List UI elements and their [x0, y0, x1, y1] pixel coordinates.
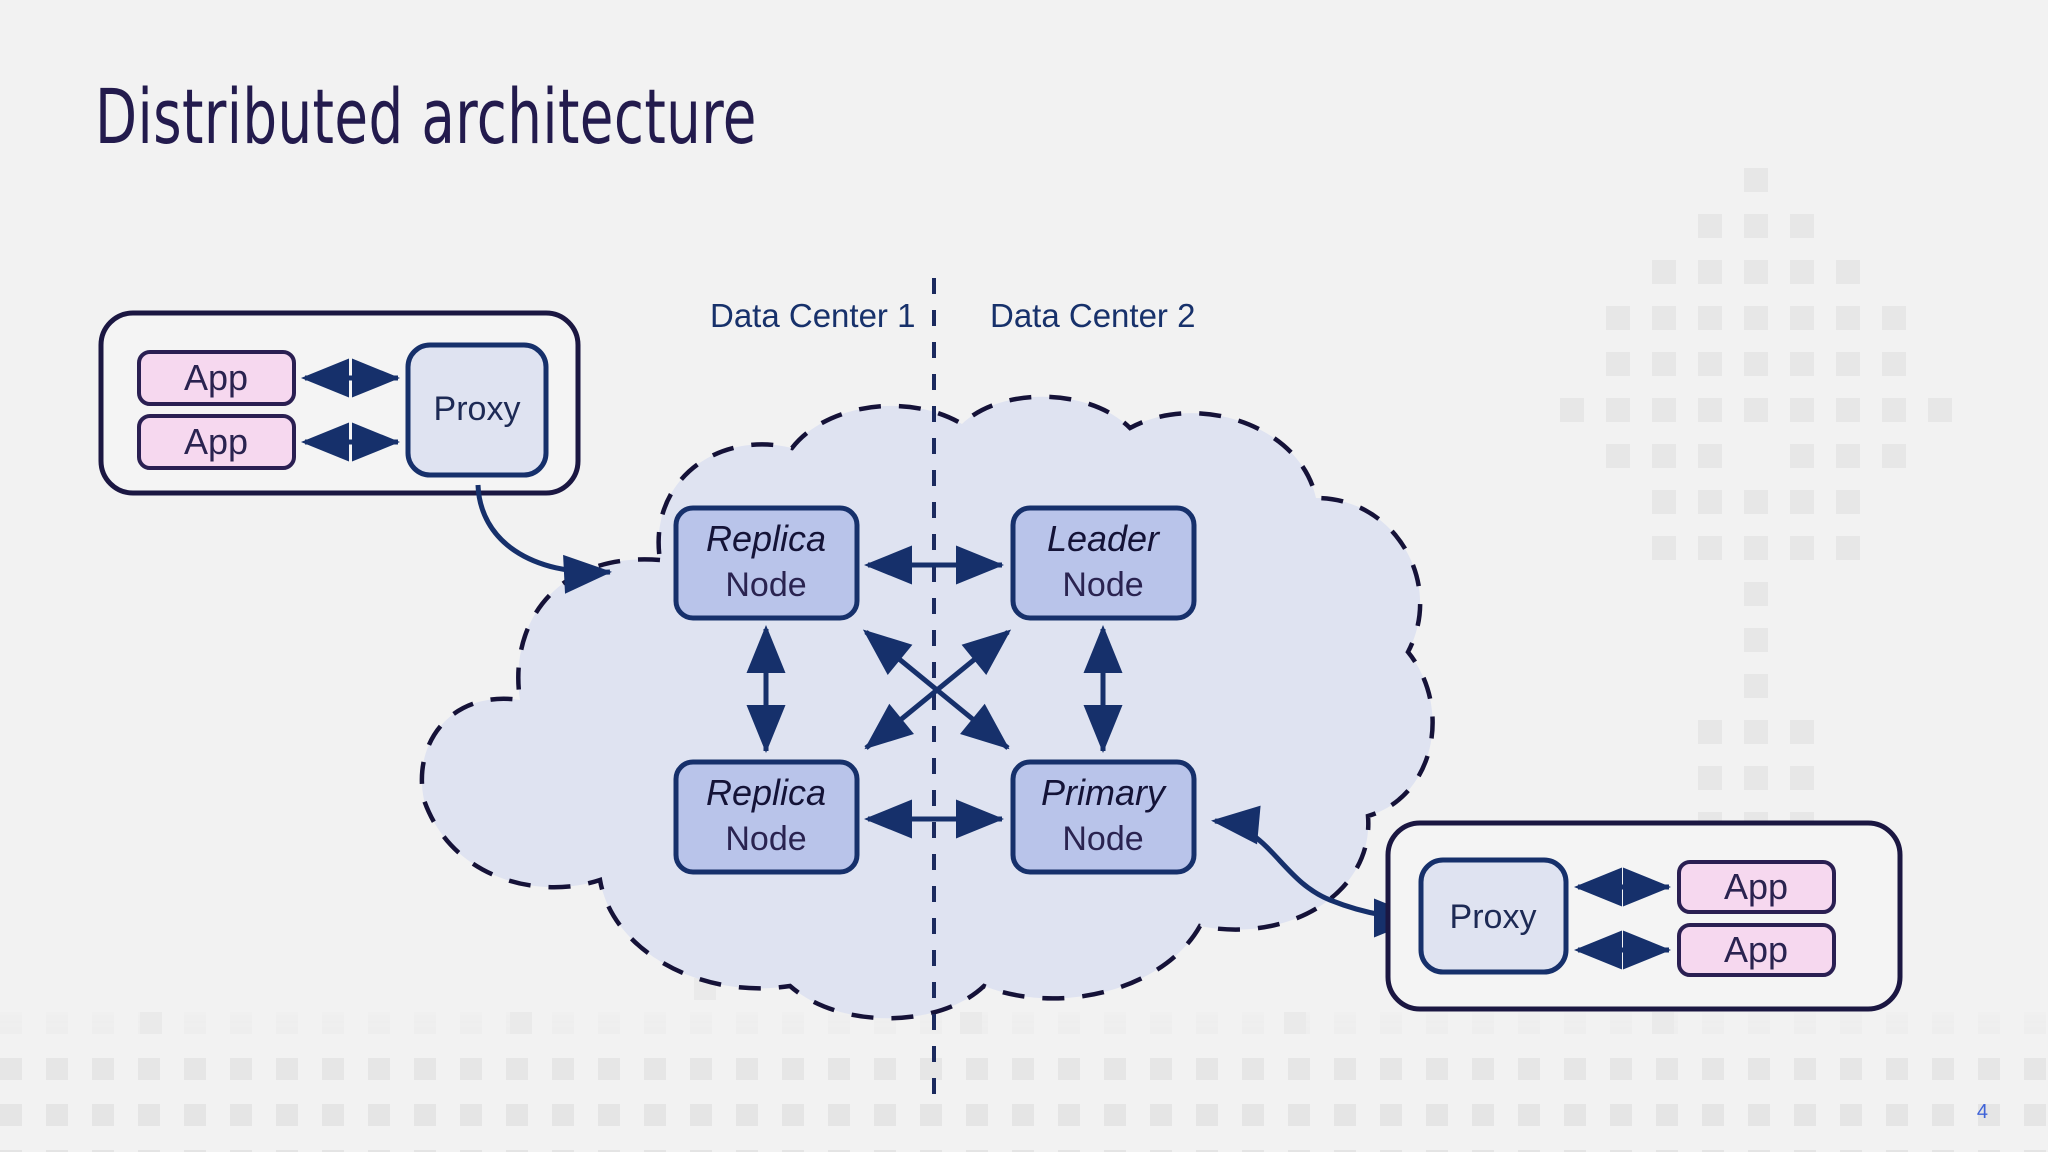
datacenter-1-label: Data Center 1: [710, 297, 915, 334]
node-leader-top-role: Leader: [1047, 518, 1161, 559]
node-replica-top[interactable]: Replica Node: [673, 505, 860, 621]
node-replica-bottom-kind: Node: [725, 820, 806, 858]
node-replica-bottom-role: Replica: [706, 772, 826, 813]
node-replica-bottom[interactable]: Replica Node: [673, 759, 860, 875]
left-client-group[interactable]: App App Proxy: [98, 310, 581, 496]
right-app-2[interactable]: App: [1677, 923, 1836, 977]
node-leader-top[interactable]: Leader Node: [1010, 505, 1197, 621]
right-proxy-label: Proxy: [1450, 898, 1537, 936]
page-title: Distributed architecture: [95, 72, 757, 161]
right-client-group[interactable]: Proxy App App: [1385, 820, 1903, 1012]
connector-left-proxy-replica: [475, 484, 612, 594]
right-app-1-label: App: [1724, 866, 1788, 907]
right-app-1[interactable]: App: [1677, 860, 1836, 914]
node-leader-top-kind: Node: [1062, 566, 1143, 604]
left-app-2-label: App: [184, 421, 248, 462]
page-number: 4: [1976, 1101, 1988, 1123]
node-replica-top-kind: Node: [725, 566, 806, 604]
left-proxy-label: Proxy: [434, 390, 521, 428]
node-primary-bottom[interactable]: Primary Node: [1010, 759, 1197, 875]
left-app-1-label: App: [184, 357, 248, 398]
right-proxy[interactable]: Proxy: [1418, 857, 1569, 975]
node-primary-bottom-kind: Node: [1062, 820, 1143, 858]
left-app-2[interactable]: App: [137, 414, 296, 470]
datacenter-cloud: [419, 394, 1435, 1021]
node-primary-bottom-role: Primary: [1041, 772, 1167, 813]
connector-leader-top-replica-bottom: [864, 629, 1012, 750]
datacenter-2-label: Data Center 2: [990, 297, 1195, 334]
right-app-2-label: App: [1724, 929, 1788, 970]
node-replica-top-role: Replica: [706, 518, 826, 559]
left-proxy[interactable]: Proxy: [405, 342, 549, 478]
left-app-1[interactable]: App: [137, 350, 296, 406]
